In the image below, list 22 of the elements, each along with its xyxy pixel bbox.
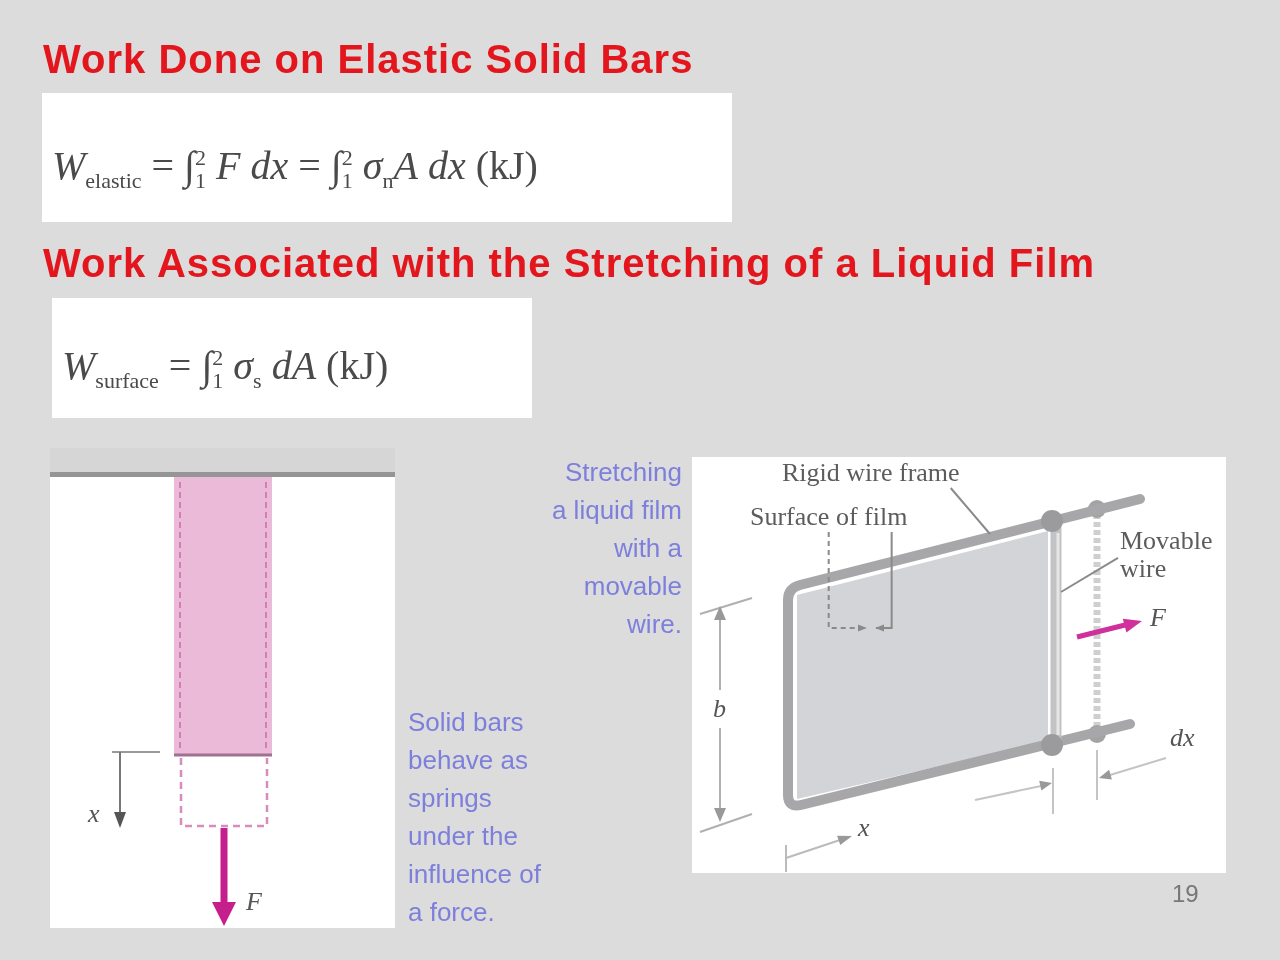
force-label: F	[1150, 604, 1166, 632]
part-label: Rigid wire frame	[782, 459, 960, 487]
equation: W$_{surface}$ = ∫$_{1}$$^{2}$ σ$_{s}$ dA (kJ)	[52, 298, 532, 418]
figure-caption: Stretching a liquid film with a movable wire.	[550, 456, 682, 641]
force-label: F	[246, 888, 262, 916]
liquid-film	[797, 531, 1048, 799]
part-label: Surface of film	[750, 503, 908, 531]
leader-line	[827, 531, 867, 632]
part-label: Movable wire	[1120, 527, 1220, 583]
equation: W$_{elastic}$ = ∫$_{1}$$^{2}$ F dx = ∫$_{1}$$^{2}$ σ$_{n}$A dx (kJ)	[42, 93, 732, 222]
section-heading: Work Done on Elastic Solid Bars	[43, 36, 694, 82]
dimension-label: b	[713, 695, 726, 723]
dimension-label: x	[858, 814, 870, 842]
movable-wire	[1041, 510, 1063, 756]
variable-label: x	[88, 800, 100, 828]
leader-line	[875, 531, 893, 632]
page-number: 19	[1172, 880, 1199, 908]
leader-line	[1060, 556, 1119, 593]
leader-line	[949, 487, 991, 535]
figure-caption: Solid bars behave as springs under the influence of a force.	[408, 706, 542, 929]
dimension-label: dx	[1170, 724, 1195, 752]
section-heading: Work Associated with the Stretching of a Liquid Film	[43, 240, 1096, 286]
